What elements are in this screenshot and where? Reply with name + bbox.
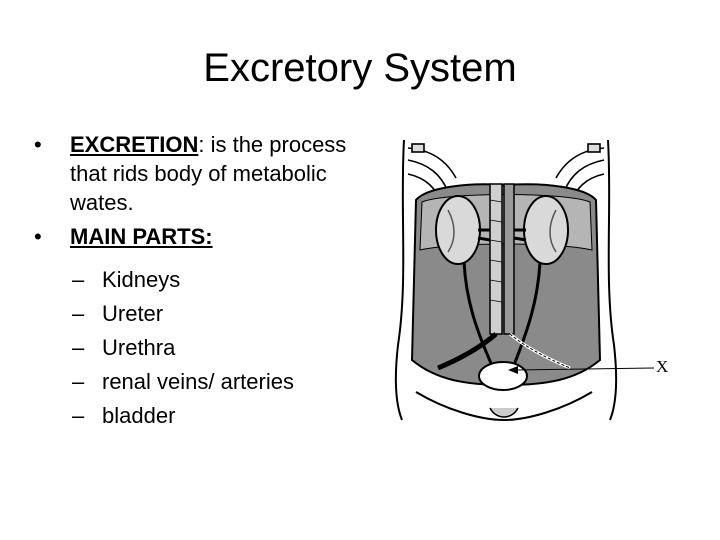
list-item-text: Kidneys xyxy=(102,267,181,292)
list-item: –Ureter xyxy=(30,297,370,331)
slide-content: • EXCRETION: is the process that rids bo… xyxy=(30,130,370,433)
list-item: –Urethra xyxy=(30,331,370,365)
list-item-text: renal veins/ arteries xyxy=(102,369,294,394)
list-item-text: Ureter xyxy=(102,301,164,326)
dash-marker: – xyxy=(72,335,85,360)
dash-marker: – xyxy=(72,369,85,394)
excretory-system-diagram xyxy=(386,130,720,430)
excretory-system-diagram-icon xyxy=(394,139,655,422)
dash-marker: – xyxy=(72,267,85,292)
dash-marker: – xyxy=(72,301,85,326)
bullet-main-parts: • MAIN PARTS: xyxy=(30,222,370,251)
excretion-term: EXCRETION xyxy=(70,132,199,157)
list-item: –renal veins/ arteries xyxy=(30,365,370,399)
bullet-dot: • xyxy=(34,132,42,157)
list-item-text: bladder xyxy=(102,403,176,428)
figure-label-x: X xyxy=(656,357,669,376)
bullet-dot: • xyxy=(34,224,42,249)
list-item: –Kidneys xyxy=(30,263,370,297)
bullet-excretion: • EXCRETION: is the process that rids bo… xyxy=(30,130,370,217)
main-parts-term: MAIN PARTS: xyxy=(70,224,213,249)
excretion-definition: : is the process that rids body of metab… xyxy=(70,132,347,215)
list-item-text: Urethra xyxy=(102,335,176,360)
list-item: –bladder xyxy=(30,399,370,433)
main-parts-list: –Kidneys –Ureter –Urethra –renal veins/ … xyxy=(30,263,370,433)
slide-title: Excretory System xyxy=(203,46,517,90)
dash-marker: – xyxy=(72,403,85,428)
